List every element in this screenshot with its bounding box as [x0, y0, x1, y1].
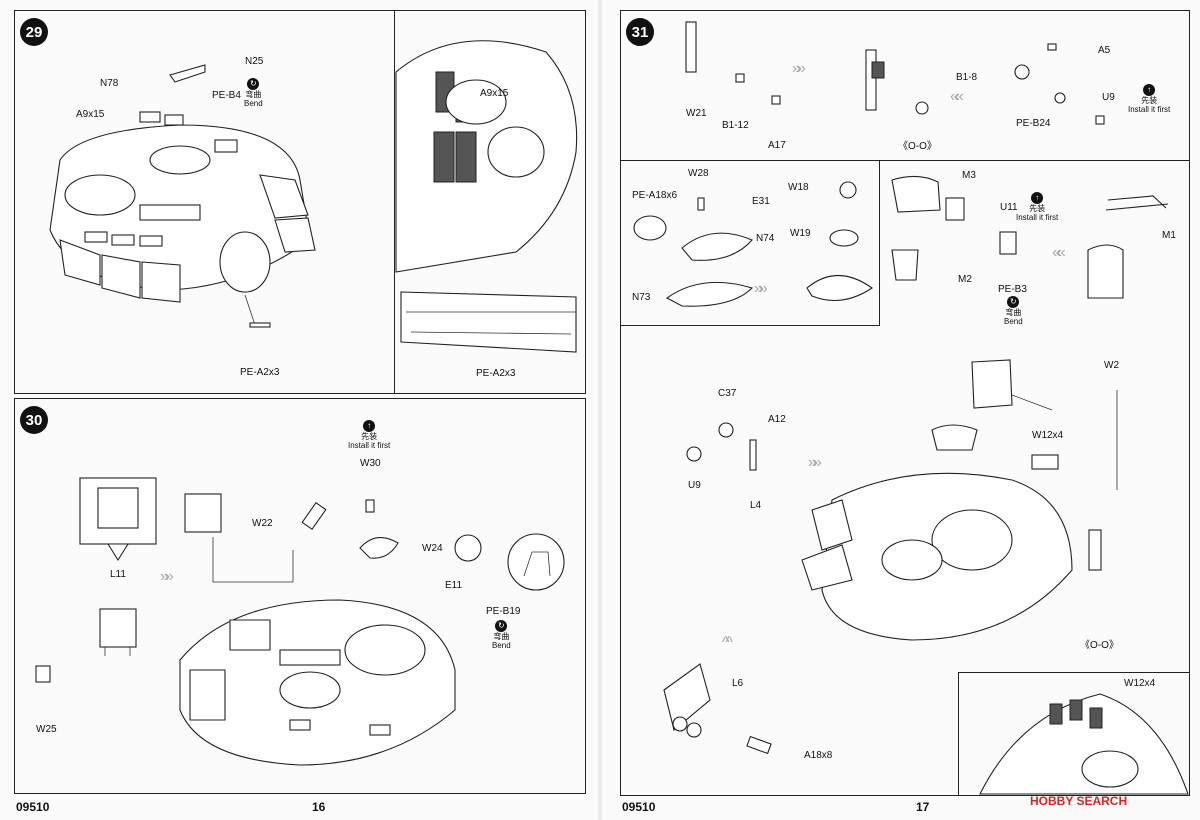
w24-part-drawing	[359, 499, 399, 559]
label-m2: M2	[958, 274, 972, 285]
step30-badge: 30	[20, 406, 48, 434]
step29-turret-drawing	[49, 64, 316, 328]
step30-turret-drawing	[179, 599, 456, 766]
label-oo-main: 《O-O》	[1080, 640, 1119, 651]
w22-part-drawing	[184, 493, 327, 583]
label-pe-b3: PE-B3	[998, 284, 1027, 295]
label-b1-12: B1-12	[722, 120, 749, 131]
step31-mid-parts-drawing	[891, 175, 1169, 299]
bend-note-31: ↻ 弯曲 Bend	[1004, 296, 1023, 326]
label-a5: A5	[1098, 45, 1111, 56]
label-w22: W22	[252, 518, 273, 529]
detail-pe-a2x3: PE-A2x3	[476, 368, 516, 379]
label-n74: N74	[756, 233, 775, 244]
label-n25: N25	[245, 56, 264, 67]
bend-icon: ↻	[247, 78, 260, 90]
label-pe-a18x6: PE-A18x6	[632, 190, 678, 201]
bend-icon: ↻	[1007, 296, 1020, 308]
detail-a9x15: A9x15	[480, 88, 509, 99]
direction-arrows-sub: »»	[754, 280, 768, 297]
label-pe-b4: PE-B4	[212, 90, 241, 101]
footer-code-left: 09510	[16, 800, 50, 814]
step29-detail-drawing	[395, 40, 578, 353]
label-a12: A12	[768, 414, 786, 425]
left-page: 29 N25 N78 PE-B4 ↻ 弯曲 Bend A9x15 PE-A2x3	[0, 0, 598, 820]
label-e31: E31	[752, 196, 770, 207]
step31-top-parts-drawing	[685, 21, 1105, 125]
label-w25: W25	[36, 724, 57, 735]
bend-icon: ↻	[495, 620, 508, 632]
install-icon: ↑	[1143, 84, 1156, 96]
detail-w12x4: W12x4	[1124, 678, 1156, 689]
step29-badge: 29	[20, 18, 48, 46]
step31-subpanel	[620, 160, 880, 326]
label-a17: A17	[768, 140, 786, 151]
l11-part-drawing	[99, 608, 137, 656]
label-a18x8: A18x8	[804, 750, 833, 761]
install-note-31-mid: ↑ 先装 Install it first	[1016, 192, 1059, 222]
step31-top-divider	[620, 160, 1190, 161]
direction-arrows-31b: ««	[950, 88, 964, 105]
label-l6: L6	[732, 678, 744, 689]
label-w24: W24	[422, 543, 443, 554]
install-note-31-top: ↑ 先装 Install it first	[1128, 84, 1171, 114]
step31-small-parts-drawing	[686, 422, 757, 471]
label-w30: W30	[360, 458, 381, 469]
label-l11: L11	[110, 569, 126, 580]
label-l4: L4	[750, 500, 762, 511]
label-a9x15: A9x15	[76, 109, 105, 120]
label-b1-8: B1-8	[956, 72, 978, 83]
step31-panel	[620, 10, 1190, 796]
step31-detail-drawing	[979, 693, 1189, 795]
label-n78: N78	[100, 78, 119, 89]
step31-l6-drawing	[663, 663, 772, 755]
step30-panel	[14, 398, 586, 794]
label-u9-main: U9	[688, 480, 701, 491]
install-icon: ↑	[363, 420, 376, 432]
footer-code-right: 09510	[622, 800, 656, 814]
label-n73: N73	[632, 292, 651, 303]
install-icon: ↑	[1031, 192, 1044, 204]
label-oo-top: 《O-O》	[898, 141, 937, 152]
direction-arrows-31a: »»	[792, 60, 806, 77]
label-u9-top: U9	[1102, 92, 1115, 103]
step31-detail-panel	[958, 672, 1190, 796]
bend-note-29: ↻ 弯曲 Bend	[244, 78, 263, 108]
label-w28: W28	[688, 168, 709, 179]
footer-page-right: 17	[916, 800, 930, 814]
label-w18: W18	[788, 182, 809, 193]
direction-arrows-main: »»	[808, 454, 822, 471]
label-u11: U11	[1000, 202, 1018, 213]
step31-turret-drawing	[801, 359, 1118, 641]
right-page: 31 »» «« W21 B1-12 A17 《O-O》 A5 B1-8 U9 …	[602, 0, 1200, 820]
label-pe-b24: PE-B24	[1016, 118, 1051, 129]
bend-inset-circles	[454, 533, 565, 591]
inset-l11-drawing	[79, 477, 157, 562]
bend-note-30: ↻ 弯曲 Bend	[492, 620, 511, 650]
step31-subpanel-drawing	[633, 181, 873, 307]
label-w19: W19	[790, 228, 811, 239]
label-pe-a2x3: PE-A2x3	[240, 367, 280, 378]
label-e11: E11	[445, 580, 463, 591]
label-w2: W2	[1104, 360, 1119, 371]
direction-arrows-30: »»	[160, 568, 174, 585]
label-m3: M3	[962, 170, 976, 181]
direction-arrows-up: ^^	[722, 634, 733, 651]
step29-detail-panel	[394, 10, 586, 394]
footer-page-left: 16	[312, 800, 326, 814]
label-pe-b19: PE-B19	[486, 606, 521, 617]
label-m1: M1	[1162, 230, 1176, 241]
label-c37: C37	[718, 388, 737, 399]
label-w21: W21	[686, 108, 707, 119]
step31-badge: 31	[626, 18, 654, 46]
watermark: HOBBY SEARCH	[1030, 794, 1128, 808]
direction-arrows-mid: ««	[1052, 244, 1066, 261]
w25-part-drawing	[35, 665, 51, 683]
label-w12x4: W12x4	[1032, 430, 1064, 441]
install-note-30: ↑ 先装 Install it first	[348, 420, 391, 450]
